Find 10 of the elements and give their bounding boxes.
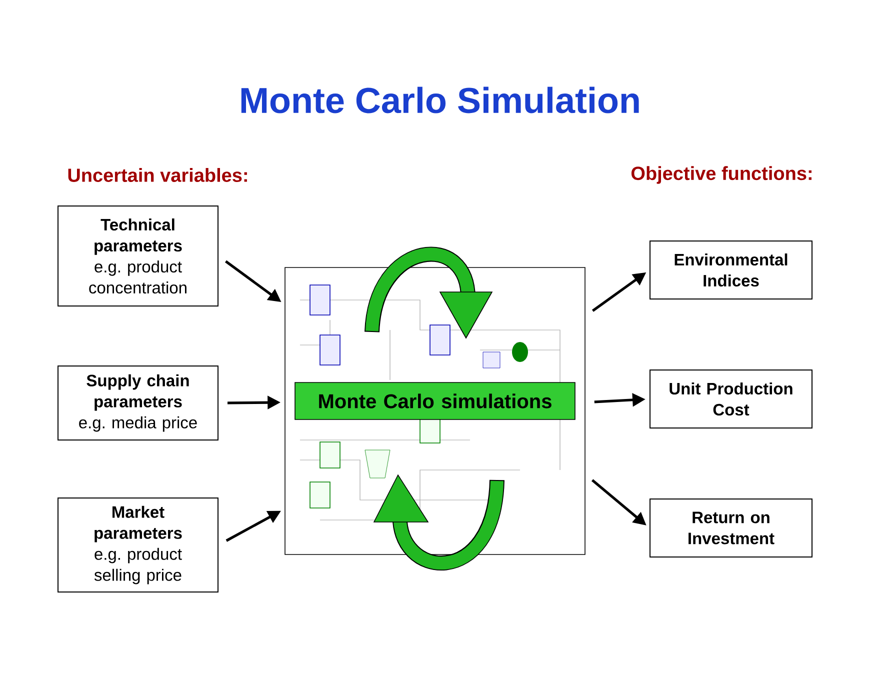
title: Monte Carlo Simulation (241, 86, 639, 114)
simulation-banner: Monte Carlo simulations (294, 382, 576, 420)
section-heading: Uncertain variables: (68, 168, 247, 182)
objective-box: Environmental Indices (650, 240, 812, 300)
section-heading: Objective functions: (631, 166, 812, 184)
objective-box: Return on Investment (650, 498, 812, 558)
objective-box: Unit Production Cost (650, 370, 812, 428)
parameter-box: Technical parameters e.g. product concentration (58, 206, 218, 306)
parameter-box: Supply chain parameters e.g. media price (58, 366, 218, 440)
parameter-box: Market parameters e.g. product selling price (58, 498, 218, 592)
